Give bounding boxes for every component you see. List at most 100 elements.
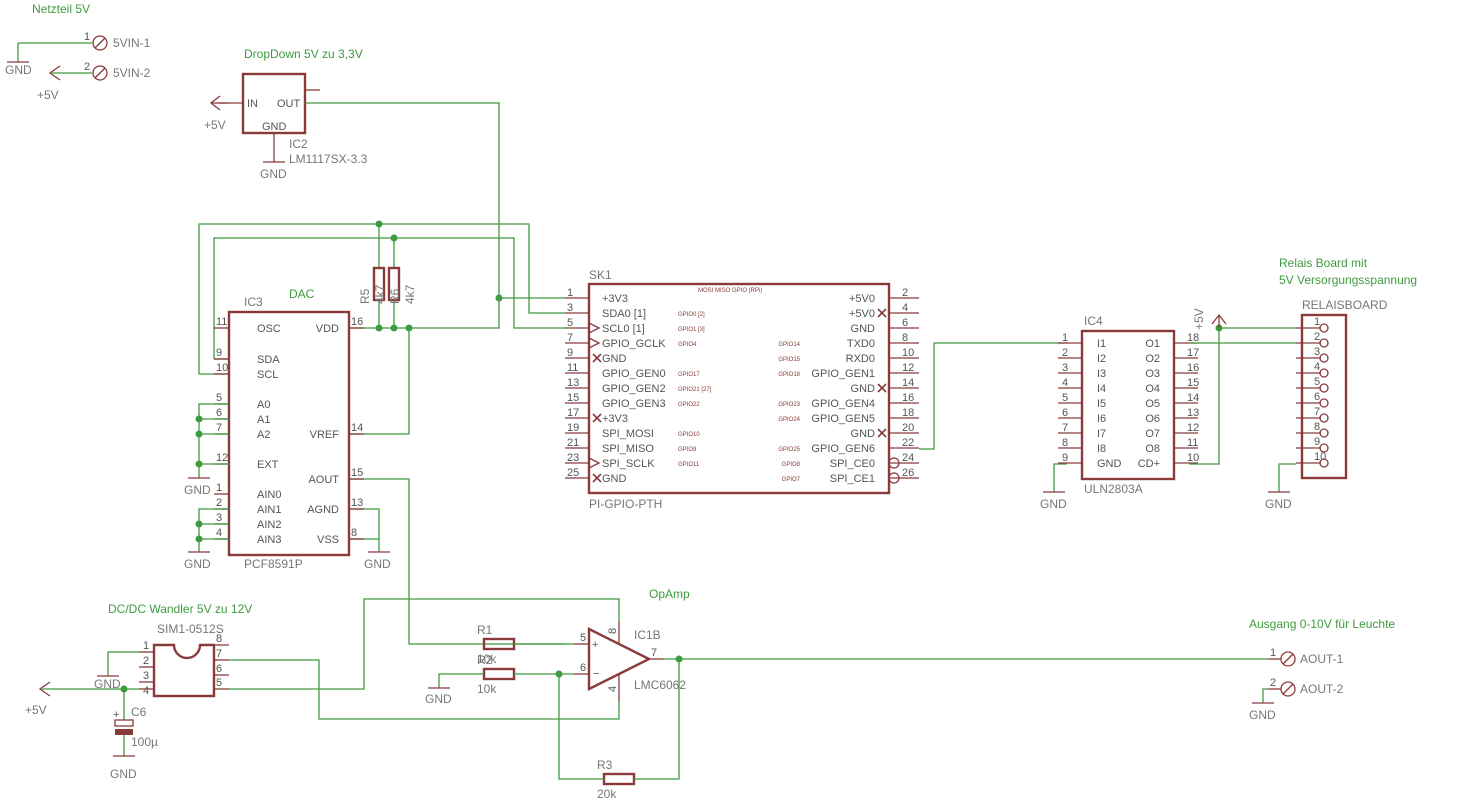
wire-gpio25 [919,342,1067,450]
ic4-value: ULN2803A [1084,482,1143,496]
pin-label: I2 [1097,353,1106,365]
pin-number: 15 [567,392,579,404]
gpio-label: GPIO1 [3] [678,327,705,333]
pin-number: 20 [902,422,914,434]
pin-label: SPI_CE1 [830,473,875,485]
gpio-label: GPIO11 [678,462,700,468]
wire-0v-supply [229,659,620,720]
ic3-dac: IC3 PCF8591P 11OSC9SDA10SCL5A06A17A212EX… [214,295,364,571]
wire-sda [198,223,565,374]
plus5v-label: +5V [37,88,59,102]
terminal-2 [92,65,108,81]
pin-number: 11 [567,362,578,374]
pin-number: 4 [1314,361,1320,373]
c6-capacitor: + GND C6 100µ [110,689,158,781]
r2-name: R2 [477,653,493,667]
gpio-label: GPIO7 [782,477,801,483]
terminal-label: AOUT-2 [1300,682,1344,696]
plus5v-label: +5V [204,118,226,132]
pin-number: 1 [1062,332,1068,344]
pin-number: 4 [1062,377,1068,389]
pin-label: GND [1097,458,1122,470]
pin-number: 6 [1314,391,1320,403]
wires-upper [198,102,1067,645]
pin-number: 10 [1187,452,1199,464]
gnd-label: GND [260,167,287,181]
r5-body [372,266,386,302]
no-connect-mark [592,353,602,363]
clock-marker [588,457,601,469]
svg-text:+: + [592,639,598,651]
gnd-label: GND [184,483,211,497]
sk1-gpio-header: SK1 PI-GPIO-PTH MOSI MISO GPIO (RPi) 1+3… [565,268,919,511]
pin-label: TXD0 [847,338,875,350]
r6-body [387,266,401,302]
pin-label: SPI_CE0 [830,458,875,470]
gpio-label: GPIO14 [778,342,800,348]
pin-label: AIN0 [257,489,281,501]
pin-label: GPIO_GEN2 [602,383,666,395]
pin-label: GPIO_GEN3 [602,398,666,410]
pin-number: 25 [567,467,579,479]
wire-5v-relais [1189,327,1296,465]
clock-marker [588,322,601,334]
pin-label: GND [602,353,627,365]
pin-number: 7 [567,332,573,344]
svg-text:+: + [113,709,119,721]
pin-label: IN [247,98,258,110]
pin-label: SPI_MISO [602,443,654,455]
title-output: Ausgang 0-10V für Leuchte [1249,617,1395,631]
title-relais-board-line2: 5V Versorgungsspannung [1279,273,1417,287]
r1-name: R1 [477,623,493,637]
pin-number: 23 [567,452,579,464]
gpio-label: GPIO25 [778,447,800,453]
pin-number: 6 [216,663,222,675]
ic2-name: IC2 [289,137,308,151]
pin-label: O8 [1145,443,1160,455]
pullup-resistors: R5 4k7 R6 4k7 [358,266,417,304]
pin-socket [1319,353,1329,363]
title-relais-board-line1: Relais Board mit [1279,256,1368,270]
pin-number: 9 [1062,452,1068,464]
pin-number: 4 [607,686,619,692]
r6-name: R6 [388,288,402,304]
junction [375,220,383,228]
pin-number: 7 [1062,422,1068,434]
title-dac: DAC [289,287,315,301]
pin-label: GPIO_GEN5 [811,413,875,425]
no-connect-mark [877,308,887,318]
pin-label: GPIO_GEN6 [811,443,875,455]
pin-number: 3 [1314,346,1320,358]
pin-number: 2 [1270,677,1276,689]
sim1-body [152,643,216,698]
pin-number: 6 [1062,407,1068,419]
pin-number: 9 [1314,436,1320,448]
pin-number: 6 [216,407,222,419]
pin-number: 1 [143,640,149,652]
pin-number: 21 [567,437,579,449]
gnd-label: GND [1249,708,1276,722]
no-connect-mark [592,413,602,423]
pin-number: 7 [1314,406,1320,418]
pin-socket [1319,383,1329,393]
r5-value: 4k7 [373,284,387,304]
pin-number: 3 [567,302,573,314]
gpio-label: GPIO0 [2] [678,312,705,318]
pin-label: I5 [1097,398,1106,410]
gpio-label: GPIO8 [782,462,801,468]
pin-label: O7 [1145,428,1160,440]
pin-number: 3 [1062,362,1068,374]
pin-number: 4 [902,302,908,314]
pin-number: 6 [580,662,586,674]
c6-plate-minus [115,729,133,735]
gnd-label: GND [184,557,211,571]
pin-label: GND [602,473,627,485]
junction [390,324,398,332]
inverted-marker [888,457,900,469]
pin-number: 4 [216,527,222,539]
pin-label: +5V0 [849,308,875,320]
terminal-label: 5VIN-1 [113,36,151,50]
